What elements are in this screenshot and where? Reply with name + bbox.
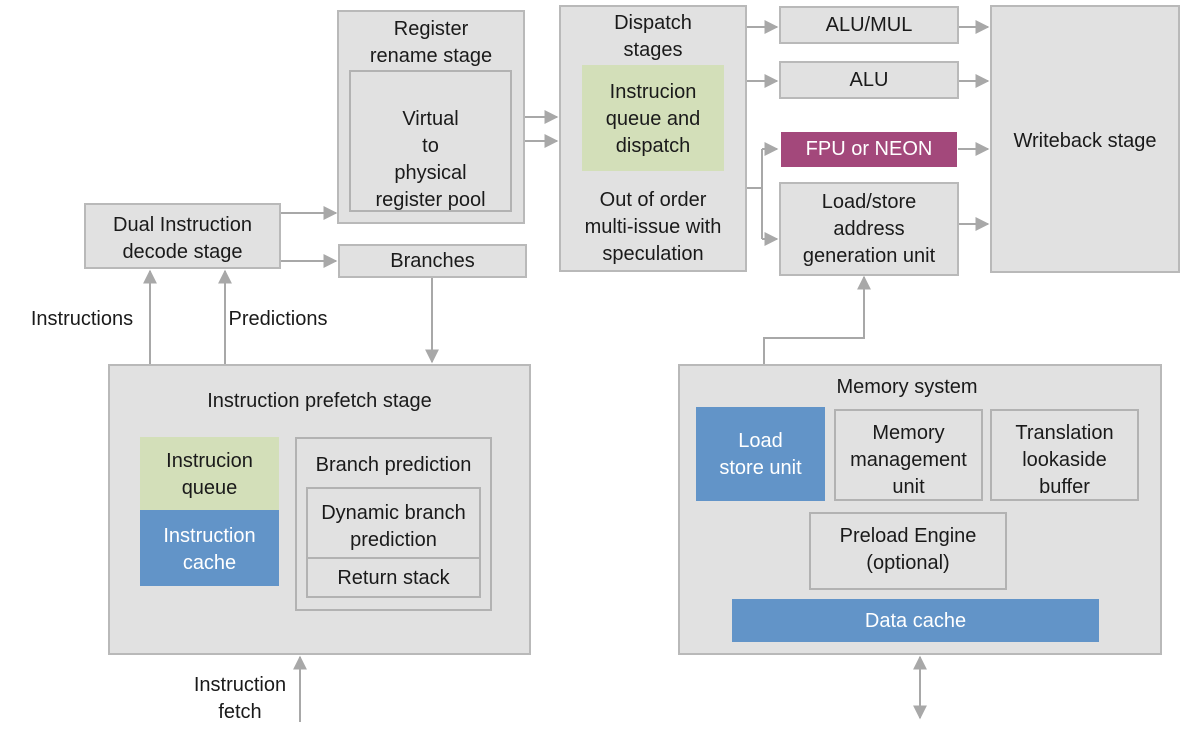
load-store-unit <box>696 407 825 501</box>
translation-lookaside-buffer <box>990 409 1139 501</box>
memory-system-label: Memory system <box>836 376 978 398</box>
alu-unit <box>779 61 959 99</box>
return-stack <box>306 557 481 598</box>
mmu-label: Memory management unit <box>850 422 967 498</box>
return-stack-label: Return stack <box>337 567 450 589</box>
data-cache <box>732 599 1099 642</box>
writeback-label: Writeback stage <box>1013 130 1157 152</box>
tlb-label: Translation lookaside buffer <box>1015 422 1114 498</box>
fpu-neon-unit <box>781 132 957 167</box>
memory-management-unit <box>834 409 983 501</box>
virtual-to-physical-label: Virtual to physical register pool <box>375 108 486 211</box>
data-cache-label: Data cache <box>864 610 967 632</box>
preload-engine <box>809 512 1007 590</box>
dual-decode-stage <box>84 203 281 269</box>
instruction-cache-label: Instruction cache <box>163 525 256 574</box>
instruction-cache <box>140 510 279 586</box>
dual-decode-label: Dual Instruction decode stage <box>113 214 252 263</box>
writeback-stage <box>990 5 1180 273</box>
branches-box <box>338 244 527 278</box>
instruction-queue-label: Instrucion queue <box>166 450 253 499</box>
instructions-label: Instructions <box>30 308 134 330</box>
instruction-queue-dispatch <box>582 65 724 171</box>
load-store-agu-label: Load/store address generation unit <box>802 191 936 267</box>
instruction-queue <box>140 437 279 510</box>
dynamic-branch-prediction-label: Dynamic branch prediction <box>321 502 466 551</box>
prefetch-stage-label: Instruction prefetch stage <box>207 390 432 412</box>
dispatch-stages-label: Dispatch stages <box>614 12 692 61</box>
branches-label: Branches <box>390 250 475 272</box>
out-of-order-label: Out of order multi-issue with speculatio… <box>584 189 722 265</box>
instruction-queue-dispatch-label: Instrucion queue and dispatch <box>605 81 701 157</box>
register-rename-label: Register rename stage <box>369 18 493 67</box>
predictions-label: Predictions <box>228 308 328 330</box>
instruction-fetch-label: Instruction fetch <box>193 674 287 723</box>
alu-mul-unit <box>779 6 959 44</box>
fpu-neon-label: FPU or NEON <box>805 138 933 160</box>
load-store-unit-label: Load store unit <box>719 430 802 479</box>
alu-mul-label: ALU/MUL <box>825 14 913 36</box>
load-store-agu <box>779 182 959 276</box>
branch-prediction-label: Branch prediction <box>315 454 472 476</box>
virtual-to-physical-pool <box>349 70 512 212</box>
preload-engine-label: Preload Engine (optional) <box>839 525 977 574</box>
alu-label: ALU <box>849 69 889 91</box>
